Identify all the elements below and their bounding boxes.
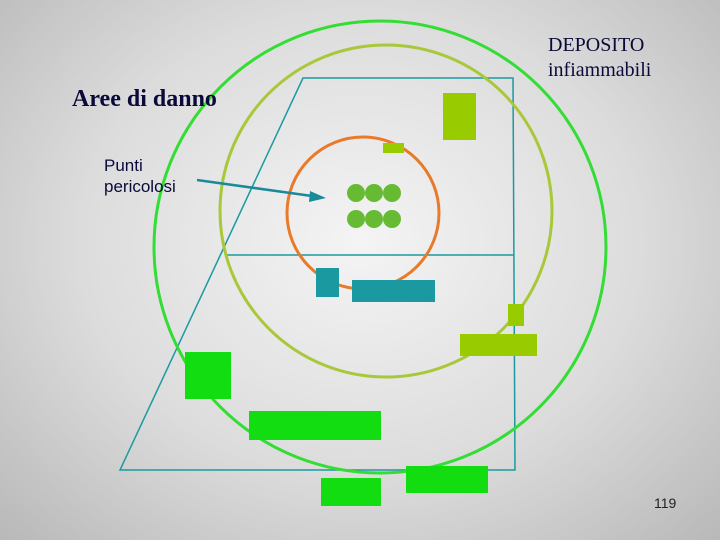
pointer-arrow-head (309, 191, 326, 202)
deposit-label: DEPOSITO infiammabili (548, 33, 651, 83)
diagram-title: Aree di danno (72, 86, 217, 112)
olive-small-square (508, 304, 524, 326)
olive-wide-block (460, 334, 537, 356)
teal-square-block (316, 268, 339, 297)
deposit-outline (118, 77, 516, 471)
middle-damage-circle (218, 43, 554, 379)
hazard-point (365, 184, 383, 202)
deposit-label-line2: infiammabili (548, 59, 652, 81)
hazard-point (347, 210, 365, 228)
inner-damage-circle (285, 135, 441, 291)
hazard-points-label-line1: Punti (104, 156, 143, 175)
hazard-points-label-line2: pericolosi (104, 177, 176, 196)
hazard-points (347, 184, 401, 228)
teal-wide-block (352, 280, 435, 302)
hazard-point (383, 210, 401, 228)
outer-damage-circle (152, 19, 608, 475)
green-block-left (185, 352, 231, 399)
hazard-point (347, 184, 365, 202)
hazard-point (365, 210, 383, 228)
page-number: 119 (654, 495, 677, 511)
green-block-bottom-wide (249, 411, 381, 440)
deposit-label-line1: DEPOSITO (548, 34, 645, 56)
hazard-point (383, 184, 401, 202)
olive-small-block (383, 143, 404, 153)
green-block-bottom-right (406, 466, 488, 493)
hazard-points-label: Punti pericolosi (104, 155, 176, 197)
olive-tank-top (443, 93, 476, 140)
pointer-arrow-shaft (196, 178, 313, 198)
green-block-bottom-small (321, 478, 381, 506)
